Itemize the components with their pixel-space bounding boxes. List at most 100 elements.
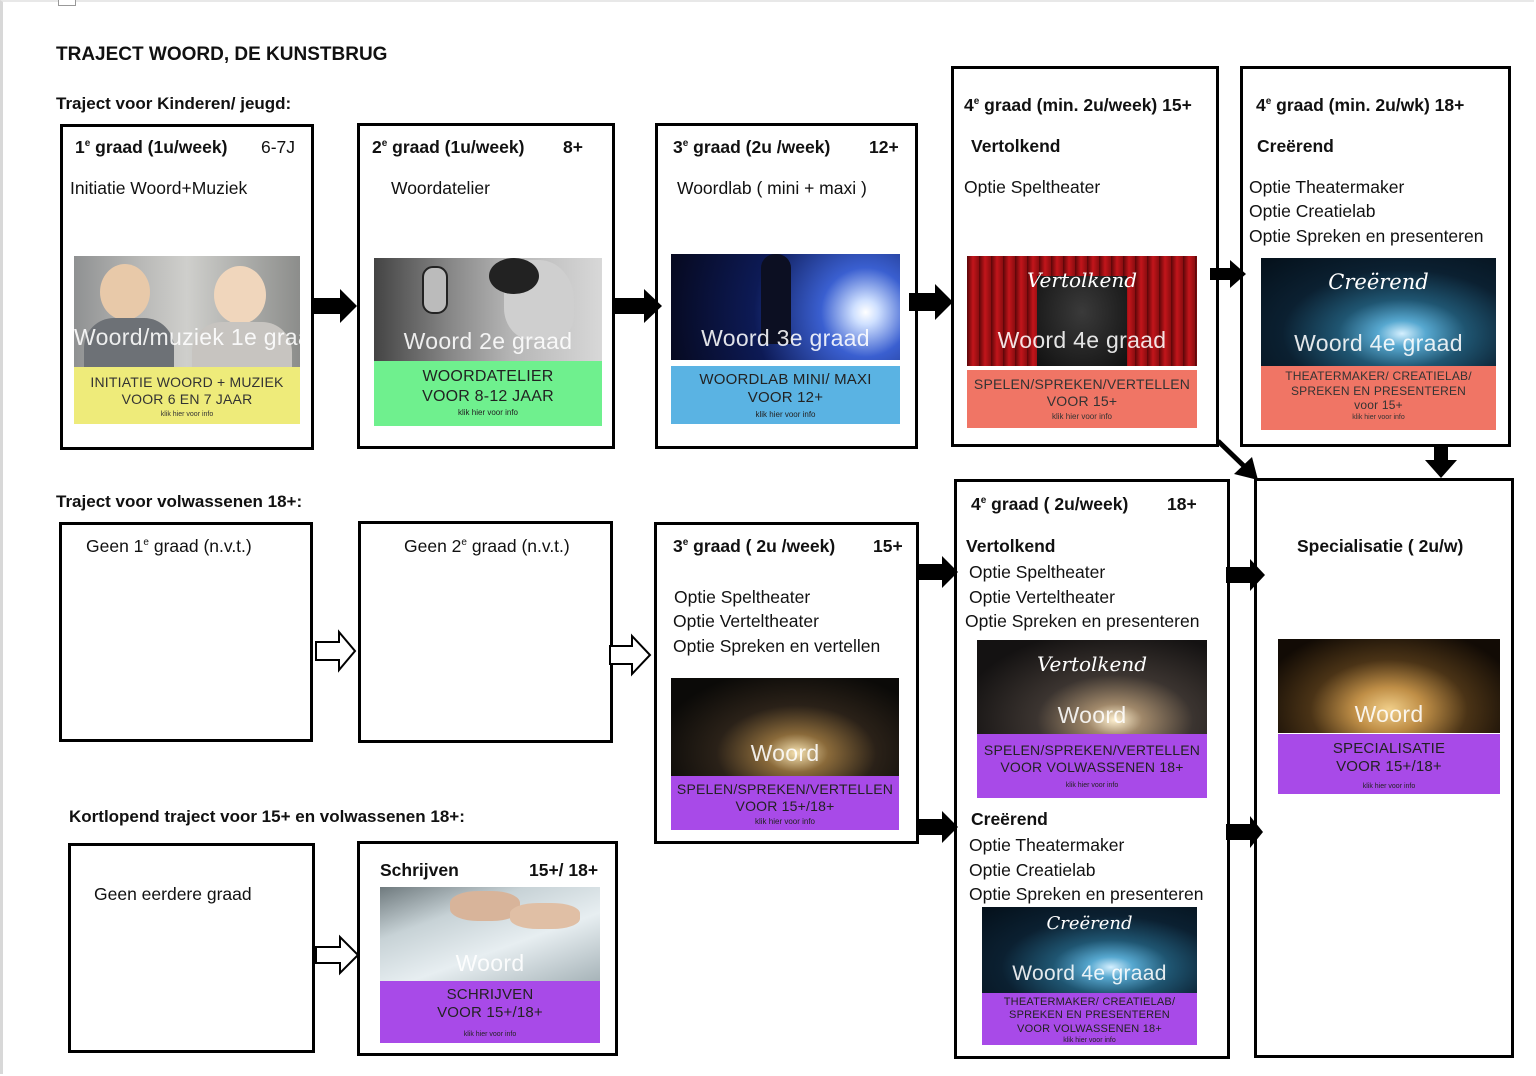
section-adults: Traject voor volwassenen 18+: <box>56 492 303 511</box>
kids-grade4-creerend-box: 4e graad (min. 2u/wk) 18+ Creërend Optie… <box>1240 66 1511 447</box>
card-photo <box>74 256 300 367</box>
kids-grade4c-heading: 4e graad (min. 2u/wk) 18+ <box>1256 95 1465 115</box>
card-line3: voor 15+ <box>1354 398 1403 413</box>
card-band: WOORDATELIER VOOR 8-12 JAAR klik hier vo… <box>374 361 602 426</box>
kids-grade4v-sub: Vertolkend <box>971 136 1061 156</box>
kids-grade4v-card[interactable]: Vertolkend Woord 4e graad SPELEN/SPREKEN… <box>967 256 1197 428</box>
specialisatie-card[interactable]: Woord SPECIALISATIE VOOR 15+/18+ klik hi… <box>1278 639 1500 794</box>
card-klik-link[interactable]: klik hier voor info <box>1352 413 1405 421</box>
card-caption: Woord/muziek 1e graad <box>74 324 300 350</box>
adults-grade4-vertolkend-title: Vertolkend <box>966 536 1056 556</box>
kids-grade4v-heading: 4e graad (min. 2u/week) 15+ <box>964 95 1192 115</box>
card-line2: VOOR VOLWASSENEN 18+ <box>1000 759 1184 776</box>
card-script-title: Creërend <box>1328 270 1429 294</box>
short-none-text: Geen eerdere graad <box>94 884 252 904</box>
adults-grade4-vert-option-2: Optie Verteltheater <box>969 587 1115 607</box>
card-line2: SPREKEN EN PRESENTEREN <box>1290 383 1467 398</box>
card-band: SPELEN/SPREKEN/VERTELLEN VOOR 15+/18+ kl… <box>671 776 899 830</box>
kids-grade4c-option-2: Optie Creatielab <box>1249 201 1376 221</box>
kids-grade2-age: 8+ <box>563 137 583 157</box>
specialisatie-title: Specialisatie ( 2u/w) <box>1297 536 1464 556</box>
card-line1: WOORDATELIER <box>422 368 554 385</box>
kids-grade3-desc: Woordlab ( mini + maxi ) <box>677 178 867 198</box>
card-band: SPELEN/SPREKEN/VERTELLEN VOOR VOLWASSENE… <box>977 734 1207 798</box>
card-klik-link[interactable]: klik hier voor info <box>1362 782 1416 790</box>
adults-grade2-text: Geen 2e graad (n.v.t.) <box>404 536 570 556</box>
card-klik-link[interactable]: klik hier voor info <box>755 409 816 419</box>
card-band: SPELEN/SPREKEN/VERTELLEN VOOR 15+ klik h… <box>967 370 1197 428</box>
card-band: THEATERMAKER/ CREATIELAB/ SPREKEN EN PRE… <box>982 993 1197 1045</box>
card-photo <box>982 907 1197 993</box>
kids-grade3-box: 3e graad (2u /week) 12+ Woordlab ( mini … <box>655 123 918 449</box>
short-writing-title: Schrijven <box>380 860 459 880</box>
card-caption: Woord 4e graad <box>1294 330 1463 356</box>
short-writing-card[interactable]: Woord SCHRIJVEN VOOR 15+/18+ klik hier v… <box>380 887 600 1043</box>
adults-grade4-vert-card[interactable]: Vertolkend Woord SPELEN/SPREKEN/VERTELLE… <box>977 640 1207 798</box>
card-script-title: Creërend <box>1046 913 1133 934</box>
kids-grade4v-desc: Optie Speltheater <box>964 177 1101 197</box>
adults-grade4-cre-option-2: Optie Creatielab <box>969 860 1096 880</box>
adults-grade4-vert-option-3: Optie Spreken en presenteren <box>965 611 1200 631</box>
kids-grade2-box: 2e graad (1u/week) 8+ Woordatelier Woord… <box>357 123 615 449</box>
card-photo <box>977 640 1207 734</box>
card-klik-link[interactable]: klik hier voor info <box>463 1030 517 1038</box>
card-line1: THEATERMAKER/ CREATIELAB/ <box>1285 369 1472 383</box>
card-klik-link[interactable]: klik hier voor info <box>1063 1037 1116 1045</box>
card-photo <box>1261 258 1496 366</box>
adults-grade4-cre-card[interactable]: Creërend Woord 4e graad THEATERMAKER/ CR… <box>982 907 1197 1045</box>
kids-grade4-vertolkend-box: 4e graad (min. 2u/week) 15+ Vertolkend O… <box>951 66 1219 447</box>
card-klik-link[interactable]: klik hier voor info <box>1065 782 1119 790</box>
specialisatie-box: Specialisatie ( 2u/w) Woord SPECIALISATI… <box>1254 478 1514 1058</box>
adults-grade4-box: 4e graad ( 2u/week) 18+ Vertolkend Optie… <box>954 479 1230 1059</box>
adults-grade3-card[interactable]: Woord SPELEN/SPREKEN/VERTELLEN VOOR 15+/… <box>671 678 899 830</box>
card-photo <box>374 258 602 361</box>
kids-grade4c-card[interactable]: Creërend Woord 4e graad THEATERMAKER/ CR… <box>1261 258 1496 430</box>
card-band: SPECIALISATIE VOOR 15+/18+ klik hier voo… <box>1278 734 1500 794</box>
card-line1: WOORDLAB MINI/ MAXI <box>699 371 872 388</box>
kids-grade2-heading: 2e graad (1u/week) <box>372 137 525 157</box>
kids-grade2-card[interactable]: Woord 2e graad WOORDATELIER VOOR 8-12 JA… <box>374 258 602 426</box>
page-marker <box>58 0 76 6</box>
card-caption: Woord <box>750 740 820 766</box>
card-band: SCHRIJVEN VOOR 15+/18+ klik hier voor in… <box>380 981 600 1043</box>
card-line2: VOOR 15+/18+ <box>1336 758 1442 776</box>
kids-grade1-box: 1e graad (1u/week) 6-7J Initiatie Woord+… <box>60 124 314 450</box>
adults-grade3-option-2: Optie Verteltheater <box>673 611 819 631</box>
card-photo <box>671 678 899 778</box>
section-short: Kortlopend traject voor 15+ en volwassen… <box>69 807 465 826</box>
card-klik-link[interactable]: klik hier voor info <box>457 408 519 418</box>
adults-grade4-vert-option-1: Optie Speltheater <box>969 562 1106 582</box>
card-caption: Woord 3e graad <box>701 325 870 351</box>
kids-grade4c-option-1: Optie Theatermaker <box>1249 177 1405 197</box>
adults-grade2-box: Geen 2e graad (n.v.t.) <box>358 521 613 743</box>
adults-grade3-option-1: Optie Speltheater <box>674 587 811 607</box>
card-line2: SPREKEN EN PRESENTEREN <box>1009 1009 1170 1022</box>
card-caption: Woord 4e graad <box>997 327 1167 353</box>
adults-grade3-age: 15+ <box>873 536 903 556</box>
card-klik-link[interactable]: klik hier voor info <box>754 817 816 827</box>
card-line3: VOOR VOLWASSENEN 18+ <box>1017 1022 1162 1035</box>
card-script-title: Vertolkend <box>1026 268 1138 292</box>
adults-grade3-option-3: Optie Spreken en vertellen <box>673 636 881 656</box>
card-line2: VOOR 15+/18+ <box>437 1004 543 1022</box>
card-band: INITIATIE WOORD + MUZIEK VOOR 6 EN 7 JAA… <box>74 367 300 424</box>
card-caption: Woord <box>1057 702 1127 728</box>
adults-grade3-heading: 3e graad ( 2u /week) <box>673 536 836 556</box>
card-line1: INITIATIE WOORD + MUZIEK <box>90 374 284 390</box>
kids-grade1-card[interactable]: Woord/muziek 1e graad INITIATIE WOORD + … <box>74 256 300 424</box>
card-caption: Woord <box>455 950 525 976</box>
adults-grade4-age: 18+ <box>1167 494 1197 514</box>
adults-grade1-text: Geen 1e graad (n.v.t.) <box>86 536 252 556</box>
kids-grade3-card[interactable]: Woord 3e graad WOORDLAB MINI/ MAXI VOOR … <box>671 254 900 424</box>
card-klik-link[interactable]: klik hier voor info <box>160 411 214 419</box>
card-line1: THEATERMAKER/ CREATIELAB/ <box>1003 996 1176 1008</box>
card-klik-link[interactable]: klik hier voor info <box>1051 412 1113 422</box>
kids-grade1-desc: Initiatie Woord+Muziek <box>70 178 248 198</box>
card-caption: Woord <box>1354 701 1424 727</box>
card-caption: Woord 2e graad <box>403 328 573 354</box>
kids-grade4c-option-3: Optie Spreken en presenteren <box>1249 226 1484 246</box>
page-title: TRAJECT WOORD, DE KUNSTBRUG <box>56 44 388 65</box>
card-line1: SPELEN/SPREKEN/VERTELLEN <box>973 376 1191 392</box>
card-caption: Woord 4e graad <box>1012 962 1167 985</box>
section-kids: Traject voor Kinderen/ jeugd: <box>56 94 292 113</box>
